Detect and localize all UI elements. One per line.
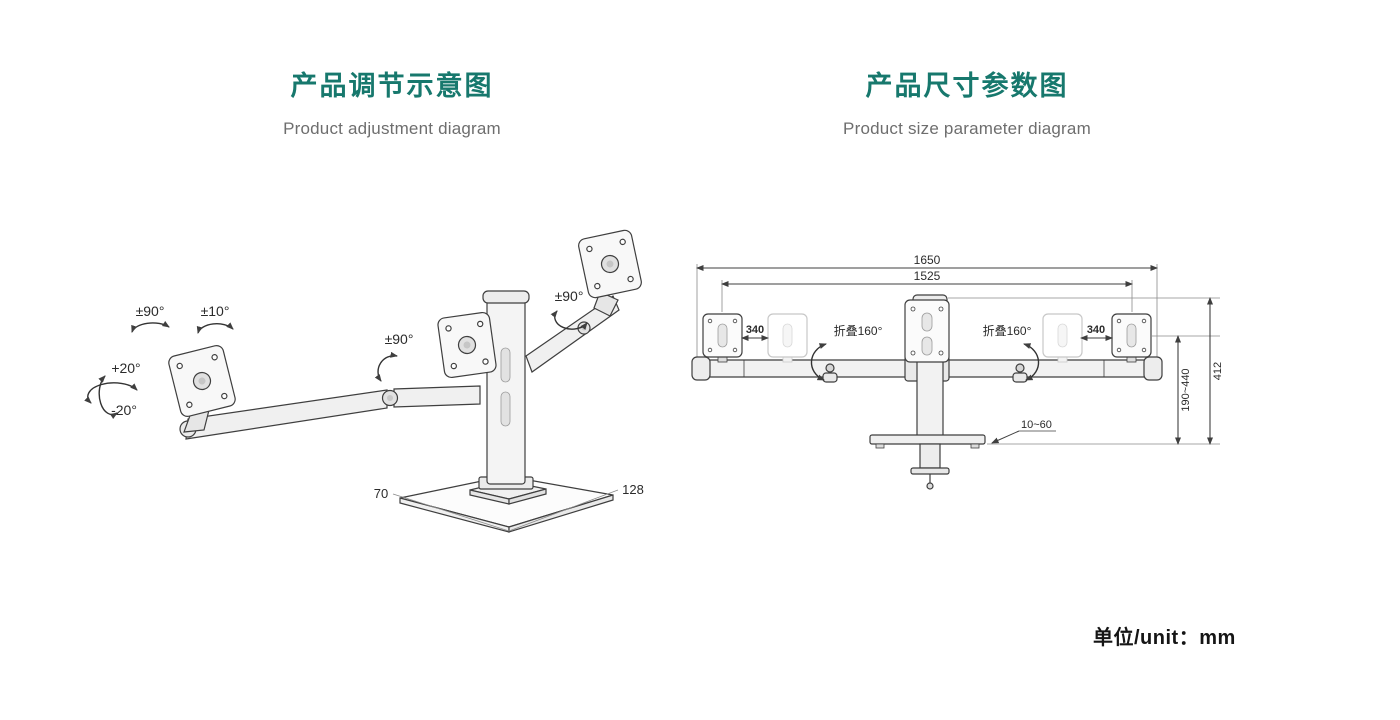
swivel-left-label: ±90° <box>136 303 165 319</box>
tilt-up-label: +20° <box>111 360 140 376</box>
swivel-center-arrow <box>374 351 398 382</box>
size-header: 产品尺寸参数图 Product size parameter diagram <box>767 64 1167 139</box>
pole <box>478 290 534 490</box>
base-dim-right-label: 128 <box>622 482 644 497</box>
size-diagram: 1650 1525 <box>691 253 1224 490</box>
tilt-small-label: ±10° <box>201 303 230 319</box>
vesa-plate-ghost-left <box>767 313 808 363</box>
desk-clamp <box>869 434 986 490</box>
hinge-left <box>822 372 838 383</box>
slide-right-label: 340 <box>1087 324 1105 336</box>
fold-right-arrow <box>1023 343 1040 381</box>
height-dimensions <box>1175 297 1213 445</box>
clamp-thickness-label: 10~60 <box>1021 419 1052 431</box>
right-arm <box>525 291 620 373</box>
fold-arrows <box>810 343 1040 381</box>
base-dim-left-label: 70 <box>374 486 388 501</box>
tilt-arrow-vertical <box>98 375 118 420</box>
monitor-plate-right <box>578 229 642 299</box>
adjustment-title: 产品调节示意图 <box>290 71 494 101</box>
tilt-small-arrow <box>196 322 234 334</box>
swivel-right-label: ±90° <box>555 288 584 304</box>
monitor-plate-left <box>168 345 236 417</box>
adjustment-header: 产品调节示意图 Product adjustment diagram <box>192 64 592 139</box>
tilt-down-label: -20° <box>111 402 137 418</box>
unit-label: 单位/unit：mm <box>1093 627 1236 649</box>
vesa-plate-left <box>702 313 743 363</box>
left-arm <box>179 385 481 440</box>
vesa-plate-center <box>904 299 950 363</box>
monitor-plate-center <box>437 311 497 379</box>
swivel-center-label: ±90° <box>385 331 414 347</box>
width-dimensions <box>696 265 1158 287</box>
clamp-dimension <box>991 430 1056 444</box>
rotation-arrows <box>84 310 588 420</box>
size-subtitle: Product size parameter diagram <box>843 119 1091 138</box>
fold-right-label: 折叠160° <box>983 323 1032 338</box>
tilt-arrow-horizontal <box>84 382 138 404</box>
swivel-left-arrow <box>131 320 170 333</box>
vesa-plate-right <box>1111 313 1152 363</box>
slide-left-label: 340 <box>746 324 764 336</box>
fold-left-arrow <box>810 343 827 381</box>
adjustment-diagram: ±90° ±10° +20° -20° ±90° ±90° 70 128 <box>84 229 644 533</box>
overall-height-label: 412 <box>1212 362 1224 380</box>
inner-width-label: 1525 <box>914 269 941 283</box>
swivel-right-arrow <box>550 310 588 330</box>
fold-left-label: 折叠160° <box>834 323 883 338</box>
vesa-plate-ghost-right <box>1042 313 1083 363</box>
height-range-label: 190~440 <box>1180 368 1192 411</box>
hinge-right <box>1012 372 1028 383</box>
size-title: 产品尺寸参数图 <box>865 71 1069 101</box>
base-plate <box>392 475 619 533</box>
overall-width-label: 1650 <box>914 253 941 267</box>
adjustment-subtitle: Product adjustment diagram <box>283 119 501 138</box>
